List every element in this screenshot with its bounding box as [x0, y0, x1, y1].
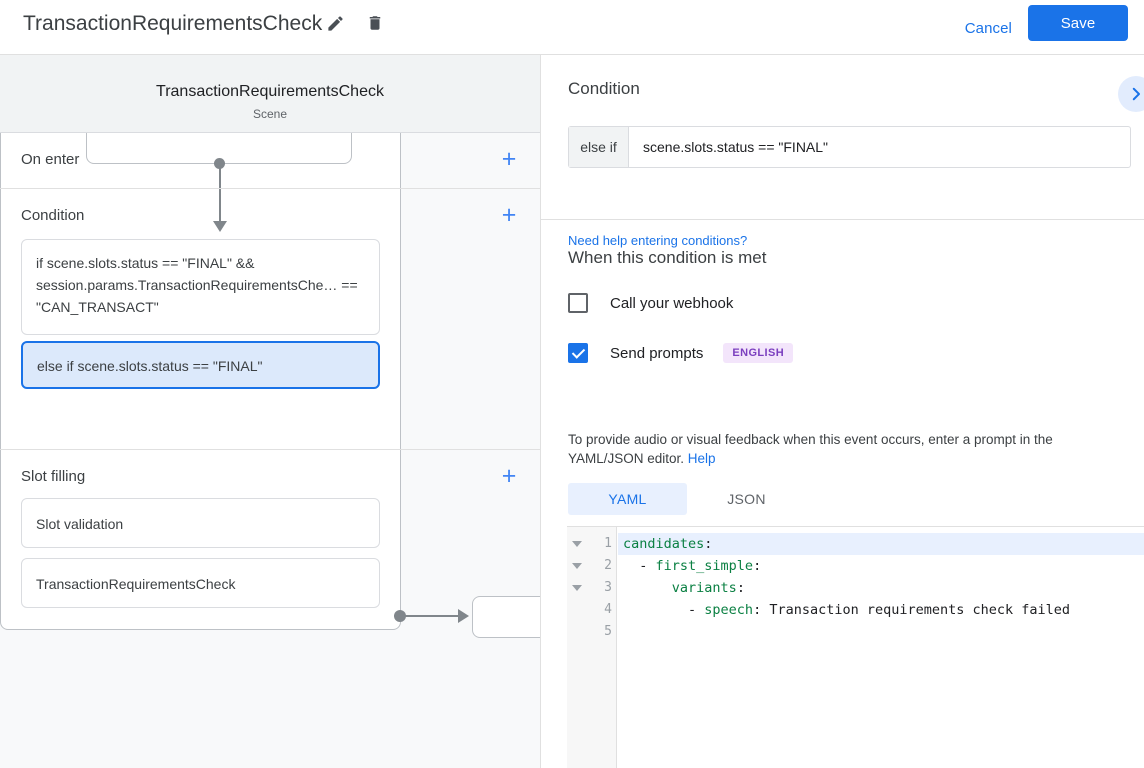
code-punct-token: :: [753, 602, 770, 618]
code-key-token: first_simple: [655, 558, 754, 574]
code-key-token: candidates: [623, 536, 705, 552]
app-header: TransactionRequirementsCheck Cancel Save: [0, 0, 1144, 55]
condition-prefix-label: else if: [569, 127, 629, 167]
section-condition-head: Condition +: [0, 189, 540, 244]
line-number: 2: [604, 558, 612, 573]
code-line[interactable]: - first_simple:: [618, 555, 1144, 577]
prompt-help-text: To provide audio or visual feedback when…: [568, 430, 1128, 468]
code-line[interactable]: variants:: [618, 577, 1144, 599]
transition-to-subtitle: Scene: [252, 107, 288, 121]
send-prompts-row[interactable]: Send prompts ENGLISH: [568, 343, 794, 363]
send-prompts-checkbox[interactable]: [568, 343, 588, 363]
connector-arrowhead-icon: [213, 221, 227, 232]
section-condition: Condition + if scene.slots.status == "FI…: [0, 189, 540, 450]
transition-to-title: TransactionRequirementsCheck: [156, 83, 384, 100]
save-button[interactable]: Save: [1028, 5, 1128, 41]
panel-divider: [541, 219, 1144, 220]
condition-expression-input[interactable]: scene.slots.status == "FINAL": [643, 139, 829, 155]
section-slot-filling-title: Slot filling: [21, 468, 86, 485]
pencil-icon[interactable]: [320, 8, 350, 38]
code-line[interactable]: - speech: Transaction requirements check…: [618, 599, 1144, 621]
chevron-right-icon[interactable]: [1118, 76, 1144, 112]
section-slot-filling: Slot filling + Slot validation Transacti…: [0, 450, 540, 630]
trash-icon-glyph: [369, 16, 381, 30]
code-text-area[interactable]: candidates: - first_simple: variants: - …: [618, 527, 1144, 768]
editor-tabs: YAML JSON: [568, 483, 806, 515]
slot-filling-list-item[interactable]: Slot validation: [21, 498, 380, 548]
line-number: 1: [604, 536, 612, 551]
section-on-enter: On enter +: [0, 133, 540, 189]
fold-toggle-icon[interactable]: [572, 585, 582, 591]
line-number-gutter: 1 2 3 4 5: [591, 527, 617, 768]
code-punct-token: :: [736, 580, 745, 596]
target-node-partial[interactable]: [472, 596, 540, 638]
condition-output-arrowhead-icon: [458, 609, 469, 623]
code-value-token: Transaction requirements check failed: [769, 602, 1071, 618]
line-number: 4: [604, 602, 612, 617]
graph-canvas[interactable]: Transition from Not available Transactio…: [0, 55, 540, 768]
transition-to-node[interactable]: TransactionRequirementsCheck Scene On en…: [0, 55, 540, 630]
prompt-help-link[interactable]: Help: [687, 451, 716, 466]
condition-output-dot: [394, 610, 406, 622]
condition-list-item[interactable]: if scene.slots.status == "FINAL" && sess…: [21, 239, 380, 335]
code-editor[interactable]: 1 2 3 4 5 candidates: - first_simple: varian…: [567, 526, 1144, 768]
condition-output-line: [404, 615, 461, 617]
pencil-icon-glyph: [327, 15, 343, 31]
chevron-right-icon-glyph: [1132, 87, 1140, 101]
trash-icon[interactable]: [360, 8, 390, 38]
connector-line: [219, 163, 221, 226]
code-punct-token: :: [704, 536, 713, 552]
fold-toggle-icon[interactable]: [572, 563, 582, 569]
condition-help-link[interactable]: Need help entering conditions?: [568, 233, 748, 248]
tab-json[interactable]: JSON: [687, 483, 806, 515]
code-punct-token: :: [753, 558, 762, 574]
code-line[interactable]: candidates:: [618, 533, 1144, 555]
code-indent: -: [623, 558, 656, 574]
cancel-button[interactable]: Cancel: [957, 10, 1020, 46]
section-on-enter-head: On enter +: [0, 133, 540, 188]
section-on-enter-title: On enter: [21, 151, 80, 168]
page-title: TransactionRequirementsCheck: [23, 12, 323, 35]
when-condition-met-heading: When this condition is met: [568, 248, 767, 267]
call-webhook-label: Call your webhook: [610, 294, 734, 312]
code-key-token: speech: [704, 602, 754, 618]
code-indent: [623, 580, 672, 596]
code-line[interactable]: [618, 621, 1144, 643]
tab-yaml[interactable]: YAML: [568, 483, 687, 515]
code-key-token: variants: [671, 580, 737, 596]
line-number: 5: [604, 624, 612, 639]
condition-input-row[interactable]: else if scene.slots.status == "FINAL": [568, 126, 1131, 168]
transition-to-header: TransactionRequirementsCheck Scene: [0, 55, 540, 133]
detail-panel: Condition else if scene.slots.status == …: [540, 55, 1144, 768]
call-webhook-row[interactable]: Call your webhook: [568, 293, 733, 313]
section-slot-filling-head: Slot filling +: [0, 450, 540, 505]
condition-heading: Condition: [568, 79, 640, 98]
fold-toggle-icon[interactable]: [572, 541, 582, 547]
prompt-help-sentence: To provide audio or visual feedback when…: [568, 432, 1053, 466]
line-number: 3: [604, 580, 612, 595]
send-prompts-label: Send prompts: [610, 344, 704, 362]
language-badge: ENGLISH: [723, 343, 794, 363]
condition-list-item-selected[interactable]: else if scene.slots.status == "FINAL": [21, 341, 380, 389]
slot-filling-list-item[interactable]: TransactionRequirementsCheck: [21, 558, 380, 608]
code-indent: -: [623, 602, 705, 618]
section-condition-title: Condition: [21, 207, 85, 224]
call-webhook-checkbox[interactable]: [568, 293, 588, 313]
fold-gutter: [567, 527, 591, 768]
